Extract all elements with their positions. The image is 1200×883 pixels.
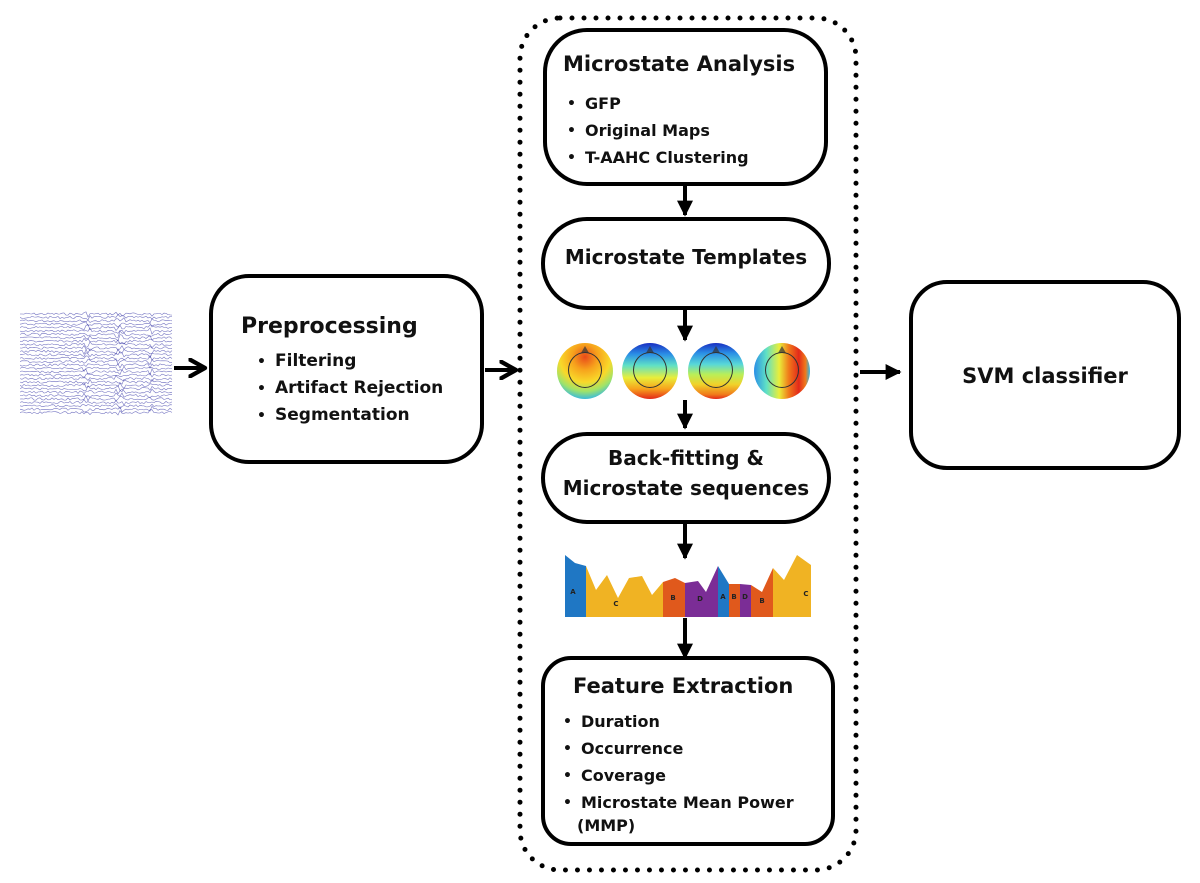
eeg-trace — [20, 317, 173, 324]
sequence-segment-label: B — [670, 594, 675, 602]
analysis-item: GFP — [563, 90, 749, 118]
sequence-segment-label: A — [570, 588, 576, 596]
microstate-analysis-list: GFP Original Maps T-AAHC Clustering — [563, 90, 749, 172]
eeg-trace — [20, 314, 172, 321]
eeg-trace — [20, 351, 173, 359]
sequence-segment-label: D — [742, 593, 748, 601]
eeg-trace — [20, 363, 173, 369]
eeg-trace — [20, 365, 173, 373]
microstate-analysis-box: Microstate Analysis GFP Original Maps T-… — [543, 28, 828, 186]
eeg-trace — [20, 341, 173, 349]
microstate-pipeline-container — [517, 15, 859, 873]
preprocessing-list: Filtering Artifact Rejection Segmentatio… — [253, 348, 443, 430]
feature-extraction-list: Duration Occurrence Coverage Microstate … — [559, 708, 794, 817]
backfitting-title-line2: Microstate sequences — [562, 476, 810, 500]
feature-item: Occurrence — [559, 735, 794, 763]
eeg-trace — [20, 348, 173, 355]
eeg-trace — [20, 405, 173, 413]
eeg-trace — [20, 311, 173, 318]
topomap-d — [754, 343, 810, 399]
eeg-trace — [20, 399, 173, 406]
eeg-trace — [20, 344, 173, 352]
sequence-segment-label: B — [731, 593, 736, 601]
backfitting-title-line1: Back-fitting & — [608, 446, 764, 470]
eeg-trace — [20, 392, 173, 398]
eeg-trace — [20, 368, 173, 376]
svm-classifier-box: SVM classifier — [909, 280, 1181, 470]
feature-item: Duration — [559, 708, 794, 736]
eeg-trace — [20, 330, 173, 338]
eeg-trace — [20, 324, 173, 331]
feature-extraction-box: Feature Extraction Duration Occurrence C… — [541, 656, 835, 846]
sequence-segment-a — [565, 555, 586, 617]
sequence-segment-a — [718, 566, 729, 617]
eeg-trace — [20, 385, 173, 392]
sequence-segment-label: C — [803, 590, 808, 598]
sequence-segment-b — [751, 568, 773, 617]
preprocessing-item: Segmentation — [253, 402, 443, 430]
sequence-segment-b — [663, 578, 685, 617]
sequence-segment-b — [729, 584, 740, 617]
microstate-analysis-title: Microstate Analysis — [563, 52, 796, 76]
feature-item-continuation: (MMP) — [577, 816, 636, 835]
eeg-trace — [20, 327, 173, 335]
eeg-trace — [20, 375, 173, 382]
backfitting-box: Back-fitting & Microstate sequences — [541, 432, 831, 524]
sequence-segment-c — [586, 566, 663, 617]
eeg-waveform-icon — [20, 311, 173, 416]
preprocessing-item: Filtering — [253, 348, 443, 376]
eeg-trace — [20, 388, 173, 395]
preprocessing-item: Artifact Rejection — [253, 375, 443, 403]
topomap-b — [622, 343, 678, 399]
sequence-segment-label: D — [697, 595, 703, 603]
topomap-a — [557, 343, 613, 399]
microstate-templates-title: Microstate Templates — [564, 245, 808, 269]
analysis-item: Original Maps — [563, 117, 749, 145]
sequence-segment-label: B — [759, 597, 764, 605]
eeg-trace — [20, 395, 173, 402]
topomap-c — [688, 343, 744, 399]
sequence-segment-c — [773, 555, 811, 617]
preprocessing-title: Preprocessing — [241, 314, 418, 339]
head-outline-icon — [581, 346, 589, 353]
svm-classifier-title: SVM classifier — [962, 364, 1128, 388]
eeg-trace — [20, 403, 173, 410]
microstate-templates-box: Microstate Templates — [541, 217, 831, 310]
eeg-trace — [20, 358, 173, 366]
feature-extraction-title: Feature Extraction — [573, 674, 794, 698]
feature-item: Microstate Mean Power — [559, 789, 794, 817]
eeg-trace — [20, 337, 173, 345]
sequence-segment-label: C — [613, 600, 618, 608]
eeg-signal-thumbnail — [20, 310, 173, 416]
eeg-trace — [20, 354, 173, 362]
eeg-trace — [20, 334, 173, 342]
sequence-segment-label: A — [720, 593, 726, 601]
eeg-trace — [20, 378, 173, 386]
eeg-trace — [20, 321, 172, 328]
sequence-segment-d — [740, 584, 751, 617]
analysis-item: T-AAHC Clustering — [563, 144, 749, 172]
preprocessing-box: Preprocessing Filtering Artifact Rejecti… — [209, 274, 484, 464]
eeg-trace — [20, 381, 172, 389]
feature-item: Coverage — [559, 762, 794, 790]
eeg-trace — [20, 409, 173, 416]
eeg-trace — [20, 372, 173, 379]
sequence-segment-d — [685, 566, 718, 617]
